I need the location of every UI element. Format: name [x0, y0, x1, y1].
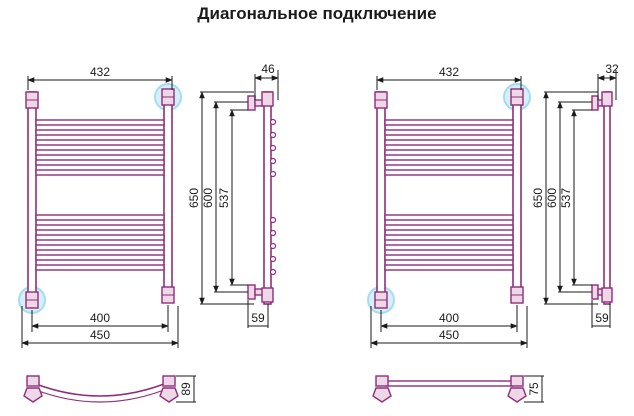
- dimension-height-2: 600: [545, 101, 592, 293]
- dimension-label-400: 400: [439, 311, 459, 325]
- dimension-height-3: 537: [217, 109, 248, 286]
- dimension-overall-width: 450: [370, 306, 528, 348]
- left-post: [376, 91, 386, 303]
- dimension-label-bottom-depth: 89: [179, 382, 193, 396]
- fitting-bottom-left: [25, 291, 39, 309]
- left-bottom-view: 89: [23, 375, 196, 403]
- dimension-center-distance: 400: [380, 305, 518, 332]
- dimension-label-bracket: 59: [251, 311, 265, 325]
- dimension-label-450: 450: [90, 328, 110, 342]
- dimension-bottom-depth: 75: [524, 375, 544, 403]
- fitting-bottom-view-right: [162, 375, 176, 387]
- dimension-height-2: 600: [201, 101, 248, 293]
- dimension-center-distance: 400: [31, 305, 169, 332]
- dimension-depth: 32: [597, 62, 619, 100]
- fitting-top-right: [510, 88, 524, 106]
- dimension-label-432: 432: [90, 65, 110, 79]
- dimension-label-height: 650: [531, 188, 545, 208]
- dimension-label-height-3: 537: [217, 188, 231, 208]
- rungs-lower: [384, 214, 514, 271]
- left-side-view: 46 650 600 537 59: [187, 62, 279, 328]
- fitting-top-left: [25, 91, 39, 109]
- side-fitting-bottom: [261, 287, 274, 303]
- rungs-upper: [384, 119, 514, 176]
- right-front-view: 432 400 450: [367, 65, 531, 348]
- side-fitting-top: [261, 91, 274, 107]
- dimension-label-height-3: 537: [559, 188, 573, 208]
- dimension-label-depth: 46: [261, 62, 275, 76]
- straight-rung: [384, 380, 514, 387]
- dimension-label-height-2: 600: [545, 188, 559, 208]
- dimension-label-400: 400: [90, 311, 110, 325]
- rungs-lower: [35, 214, 165, 271]
- right-post: [163, 91, 173, 303]
- rung-ends: [269, 118, 277, 276]
- dimension-bracket: 59: [247, 300, 269, 328]
- fitting-bottom-left: [374, 291, 388, 309]
- right-post: [512, 91, 522, 303]
- fitting-bottom-view-left: [26, 375, 40, 387]
- dimension-label-450: 450: [439, 328, 459, 342]
- dimension-label-height-2: 600: [201, 188, 215, 208]
- curved-rung: [35, 383, 165, 397]
- side-fitting-bottom: [601, 287, 613, 303]
- dimension-label-height: 650: [187, 188, 201, 208]
- fitting-bottom-view-left: [375, 375, 389, 387]
- dimension-height: 650: [531, 91, 598, 305]
- bracket-top: [591, 95, 605, 111]
- dimension-width-top: 432: [376, 65, 522, 90]
- side-fitting-top: [601, 91, 613, 107]
- left-front-view: 432 400 450: [18, 65, 182, 348]
- dimension-label-depth: 32: [605, 62, 619, 76]
- fitting-top-left: [374, 91, 388, 109]
- side-tube: [603, 91, 611, 305]
- fitting-bottom-right: [510, 286, 524, 304]
- page-title: Диагональное подключение: [197, 4, 437, 23]
- dimension-width-top: 432: [27, 65, 173, 90]
- fitting-top-right: [161, 88, 175, 106]
- dimension-depth: 46: [254, 62, 279, 100]
- dimension-label-432: 432: [439, 65, 459, 79]
- fitting-bottom-view-right: [510, 375, 524, 387]
- left-post: [27, 91, 37, 303]
- dimension-label-bottom-depth: 75: [527, 382, 541, 396]
- dimension-overall-width: 450: [21, 306, 179, 348]
- dimension-height-3: 537: [559, 109, 592, 286]
- dimension-label-bracket: 59: [595, 311, 609, 325]
- rungs-upper: [35, 119, 165, 176]
- dimension-bottom-depth: 89: [176, 375, 196, 403]
- right-bottom-view: 75: [372, 375, 544, 403]
- dimension-bracket: 59: [591, 300, 611, 328]
- right-side-view: 32 650 600 537 59: [531, 62, 619, 328]
- fitting-bottom-right: [161, 286, 175, 304]
- dimension-height: 650: [187, 91, 254, 305]
